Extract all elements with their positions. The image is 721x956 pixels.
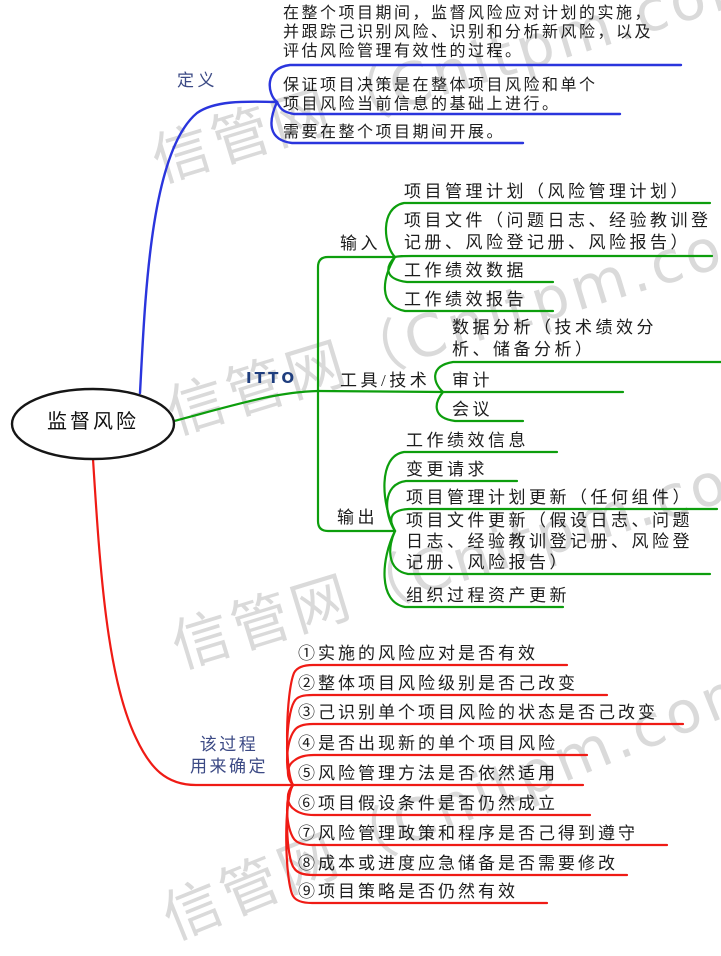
output-item: 项目管理计划更新（任何组件） (406, 488, 693, 507)
input-item: 项目文件（问题日志、经验教训登记册、风险登记册、风险报告） (404, 211, 712, 252)
branch-label-determine-line1: 该过程 (199, 735, 259, 754)
output-item: 项目文件更新（假设日志、问题日志、经验教训登记册、风险登记册、风险报告） (406, 511, 693, 572)
determine-item: ⑧成本或进度应急储备是否需要修改 (298, 854, 618, 873)
branch-label-definition: 定义 (177, 71, 218, 90)
group-label-outputs: 输出 (337, 508, 378, 527)
root-node-ellipse (10, 387, 176, 461)
output-item: 变更请求 (406, 460, 488, 479)
determine-item: ⑦风险管理政策和程序是否己得到遵守 (298, 824, 638, 843)
group-label-tools: 工具/技术 (340, 371, 431, 390)
tool-item: 数据分析（技术绩效分析、储备分析） (452, 318, 657, 359)
input-item: 工作绩效数据 (404, 261, 527, 280)
determine-item: ②整体项目风险级别是否己改变 (298, 674, 578, 693)
root-node-label: 监督风险 (47, 411, 139, 433)
tool-item: 会议 (452, 400, 493, 419)
definition-branch-lines (138, 63, 683, 395)
determine-item: ④是否出现新的单个项目风险 (298, 734, 558, 753)
determine-item: ⑥项目假设条件是否仍然成立 (298, 794, 558, 813)
determine-item: ①实施的风险应对是否有效 (298, 644, 538, 663)
definition-item: 需要在整个项目期间开展。 (283, 124, 506, 141)
determine-item: ⑤风险管理方法是否依然适用 (298, 764, 558, 783)
input-item: 项目管理计划（风险管理计划） (404, 182, 691, 201)
definition-item: 在整个项目期间，监督风险应对计划的实施，并跟踪己识别风险、识别和分析新风险，以及… (283, 5, 654, 60)
input-item: 工作绩效报告 (404, 290, 527, 309)
mindmap-connectors (10, 63, 721, 905)
group-label-inputs: 输入 (340, 234, 381, 253)
determine-item: ⑨项目策略是否仍然有效 (298, 882, 518, 901)
branch-label-determine-line2: 用来确定 (190, 757, 268, 776)
itto-branch-lines (172, 201, 721, 609)
branch-label-itto: ITTO (246, 369, 298, 387)
determine-item: ③己识别单个项目风险的状态是否己改变 (298, 703, 658, 722)
definition-item: 保证项目决策是在整体项目风险和单个项目风险当前信息的基础上进行。 (283, 77, 598, 113)
output-item: 组织过程资产更新 (406, 586, 570, 605)
determine-branch-lines (91, 457, 685, 905)
branch-label-determine: 该过程 用来确定 (183, 734, 275, 778)
output-item: 工作绩效信息 (406, 431, 529, 450)
tool-item: 审计 (452, 371, 493, 390)
